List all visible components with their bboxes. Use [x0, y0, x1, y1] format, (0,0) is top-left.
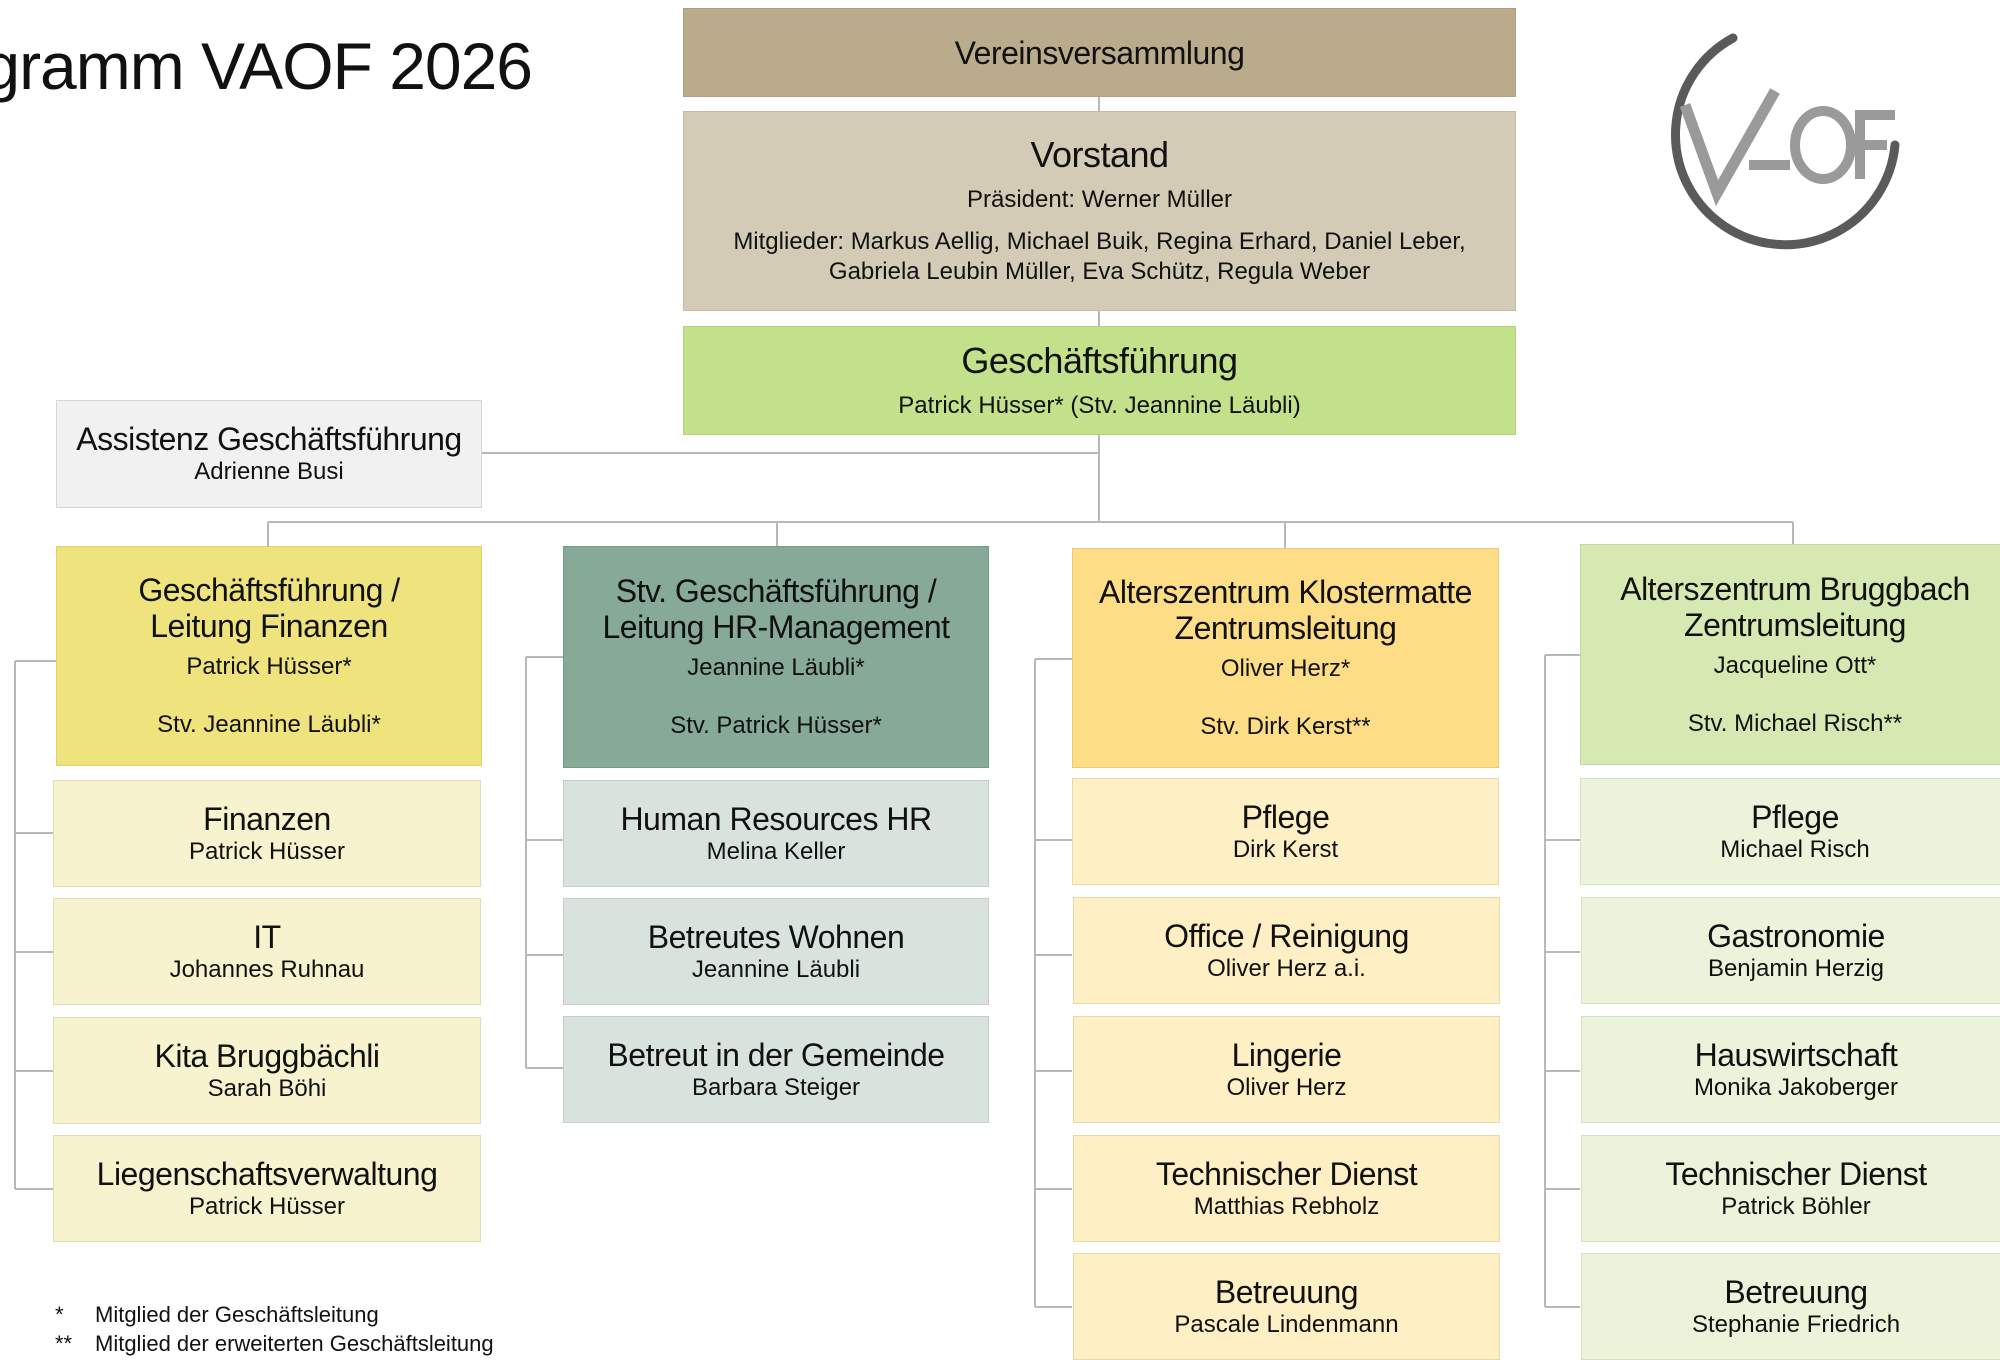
column-head-klostermatte: Alterszentrum Klostermatte Zentrumsleitu…: [1072, 548, 1499, 768]
unit-person: Pascale Lindenmann: [1174, 1310, 1399, 1338]
unit-box: Liegenschaftsverwaltung Patrick Hüsser: [53, 1135, 481, 1242]
unit-person: Patrick Hüsser: [188, 1192, 346, 1220]
head-line1: Alterszentrum Bruggbach: [1620, 570, 1970, 607]
unit-box: Lingerie Oliver Herz: [1073, 1016, 1500, 1123]
unit-title: Lingerie: [1231, 1036, 1342, 1073]
unit-box: Office / Reinigung Oliver Herz a.i.: [1073, 897, 1500, 1004]
vorstand-title: Vorstand: [1030, 134, 1169, 175]
vorstand-president: Präsident: Werner Müller: [967, 186, 1232, 213]
vereinsversammlung-box: Vereinsversammlung: [683, 8, 1516, 97]
legend-item: * Mitglied der Geschäftsleitung: [55, 1302, 379, 1328]
unit-title: Pflege: [1241, 798, 1330, 835]
unit-box: Finanzen Patrick Hüsser: [53, 780, 481, 887]
unit-box: Pflege Michael Risch: [1580, 778, 2000, 885]
head-deputy: Stv. Patrick Hüsser*: [670, 712, 882, 739]
head-person: Patrick Hüsser*: [186, 653, 352, 680]
unit-title: Technischer Dienst: [1155, 1155, 1418, 1192]
unit-person: Barbara Steiger: [691, 1073, 861, 1101]
unit-person: Melina Keller: [706, 837, 846, 865]
unit-box: Betreuung Stephanie Friedrich: [1581, 1253, 2000, 1360]
head-person: Jeannine Läubli*: [687, 654, 865, 681]
unit-person: Dirk Kerst: [1232, 835, 1339, 863]
vorstand-members-line2: Gabriela Leubin Müller, Eva Schütz, Regu…: [828, 258, 1371, 285]
unit-box: IT Johannes Ruhnau: [53, 898, 481, 1005]
geschaeftsfuehrung-title: Geschäftsführung: [961, 339, 1238, 381]
unit-person: Jeannine Läubli: [691, 955, 861, 983]
legend-text: Mitglied der erweiterten Geschäftsleitun…: [95, 1331, 494, 1356]
head-deputy: Stv. Dirk Kerst**: [1200, 713, 1371, 740]
unit-box: Gastronomie Benjamin Herzig: [1581, 897, 2000, 1004]
column-head-finanzen: Geschäftsführung / Leitung Finanzen Patr…: [56, 546, 482, 766]
head-line2: Leitung HR-Management: [602, 609, 950, 645]
unit-box: Kita Bruggbächli Sarah Böhi: [53, 1017, 481, 1124]
unit-person: Patrick Hüsser: [188, 837, 346, 865]
unit-title: IT: [253, 918, 281, 955]
unit-title: Finanzen: [203, 800, 331, 837]
unit-box: Betreuung Pascale Lindenmann: [1073, 1253, 1500, 1360]
unit-title: Office / Reinigung: [1164, 917, 1409, 954]
vorstand-box: Vorstand Präsident: Werner Müller Mitgli…: [683, 111, 1516, 311]
assistenz-title: Assistenz Geschäftsführung: [76, 421, 462, 457]
head-person: Jacqueline Ott*: [1713, 651, 1877, 679]
unit-title: Liegenschaftsverwaltung: [96, 1155, 438, 1192]
unit-person: Stephanie Friedrich: [1691, 1310, 1901, 1338]
geschaeftsfuehrung-person: Patrick Hüsser* (Stv. Jeannine Läubli): [898, 391, 1301, 419]
legend-marker: **: [55, 1331, 73, 1356]
assistenz-person: Adrienne Busi: [194, 458, 344, 485]
unit-box: Pflege Dirk Kerst: [1072, 778, 1499, 885]
head-line1: Stv. Geschäftsführung /: [615, 573, 937, 609]
vereinsversammlung-title: Vereinsversammlung: [954, 34, 1245, 71]
page-title: nigramm VAOF 2026: [0, 29, 533, 103]
unit-title: Betreut in der Gemeinde: [607, 1036, 945, 1073]
unit-person: Patrick Böhler: [1721, 1192, 1871, 1220]
unit-title: Gastronomie: [1707, 917, 1885, 954]
unit-box: Betreutes Wohnen Jeannine Läubli: [563, 898, 989, 1005]
unit-title: Human Resources HR: [620, 800, 932, 837]
column-head-bruggbach: Alterszentrum Bruggbach Zentrumsleitung …: [1580, 544, 2000, 765]
column-head-hr: Stv. Geschäftsführung / Leitung HR-Manag…: [563, 546, 989, 768]
head-line2: Zentrumsleitung: [1684, 606, 1906, 643]
unit-title: Betreuung: [1214, 1273, 1359, 1310]
unit-person: Benjamin Herzig: [1707, 954, 1885, 982]
unit-title: Technischer Dienst: [1665, 1155, 1927, 1192]
unit-title: Pflege: [1751, 798, 1839, 835]
unit-person: Oliver Herz: [1226, 1073, 1347, 1101]
head-line2: Leitung Finanzen: [150, 608, 388, 644]
head-deputy: Stv. Michael Risch**: [1687, 709, 1903, 737]
head-line1: Alterszentrum Klostermatte: [1099, 574, 1472, 610]
unit-box: Technischer Dienst Patrick Böhler: [1581, 1135, 2000, 1242]
unit-person: Monika Jakoberger: [1693, 1073, 1899, 1101]
head-line1: Geschäftsführung /: [138, 572, 400, 608]
unit-title: Betreuung: [1724, 1273, 1868, 1310]
head-person: Oliver Herz*: [1220, 655, 1351, 682]
vorstand-members-line1: Mitglieder: Markus Aellig, Michael Buik,…: [733, 228, 1466, 255]
head-line2: Zentrumsleitung: [1174, 610, 1397, 646]
vaof-logo: [1655, 25, 1915, 280]
assistenz-box: Assistenz Geschäftsführung Adrienne Busi: [56, 400, 482, 508]
unit-box: Human Resources HR Melina Keller: [563, 780, 989, 887]
unit-person: Oliver Herz a.i.: [1207, 954, 1366, 982]
head-deputy: Stv. Jeannine Läubli*: [157, 711, 381, 738]
unit-person: Michael Risch: [1720, 835, 1870, 863]
unit-person: Matthias Rebholz: [1193, 1192, 1380, 1220]
unit-box: Technischer Dienst Matthias Rebholz: [1073, 1135, 1500, 1242]
unit-box: Betreut in der Gemeinde Barbara Steiger: [563, 1016, 989, 1123]
unit-title: Betreutes Wohnen: [647, 918, 905, 955]
unit-title: Hauswirtschaft: [1694, 1036, 1898, 1073]
unit-box: Hauswirtschaft Monika Jakoberger: [1581, 1016, 2000, 1123]
legend-text: Mitglied der Geschäftsleitung: [95, 1302, 379, 1327]
unit-person: Johannes Ruhnau: [169, 955, 365, 983]
legend-item: ** Mitglied der erweiterten Geschäftsleit…: [55, 1331, 494, 1357]
unit-title: Kita Bruggbächli: [154, 1037, 380, 1074]
legend-marker: *: [55, 1302, 64, 1327]
geschaeftsfuehrung-box: Geschäftsführung Patrick Hüsser* (Stv. J…: [683, 326, 1516, 435]
unit-person: Sarah Böhi: [207, 1074, 327, 1102]
